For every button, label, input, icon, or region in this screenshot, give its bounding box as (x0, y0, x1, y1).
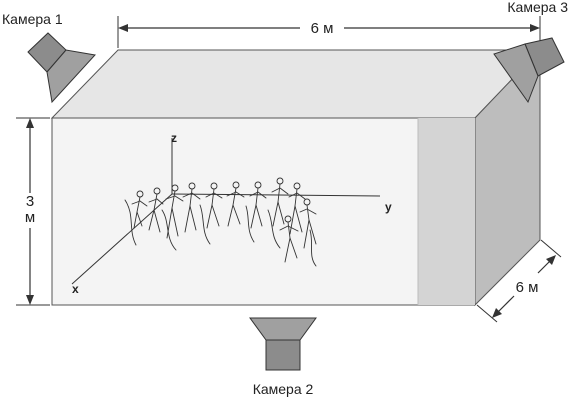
height-unit-label: м (25, 209, 35, 226)
axis-z-label: z (171, 131, 177, 145)
figure (131, 190, 148, 229)
camera-2-label: Камера 2 (253, 381, 314, 397)
camera-3-label: Камера 3 (507, 0, 568, 15)
length-label: 6 м (311, 20, 334, 37)
figure (271, 177, 289, 227)
depth-label: 6 м (516, 279, 539, 296)
room-front-inner-band (418, 118, 475, 305)
figure (288, 182, 306, 235)
figure (226, 181, 245, 227)
axis-x-label: x (72, 282, 79, 296)
room-front-face (51, 117, 476, 306)
trajectory-curves (124, 199, 317, 267)
camera-2-icon (249, 317, 317, 371)
figure (182, 182, 201, 233)
figure (148, 187, 164, 233)
figure (299, 198, 317, 249)
camera-1-label: Камера 1 (2, 11, 63, 27)
figure (205, 182, 223, 229)
camera-3-icon (493, 37, 565, 104)
figure (249, 181, 267, 229)
axis-y-label: y (385, 200, 392, 214)
coordinate-axes: z y x (71, 131, 392, 296)
walking-figures (124, 177, 317, 267)
height-dimension: 3 м (16, 117, 50, 306)
camera-1-icon (27, 32, 96, 104)
figure (279, 215, 299, 263)
room-top-face (50, 49, 542, 119)
height-value-label: 3 (26, 193, 34, 210)
depth-dimension: 6 м (476, 239, 562, 323)
length-dimension: 6 м (117, 16, 541, 48)
figure (165, 184, 184, 239)
